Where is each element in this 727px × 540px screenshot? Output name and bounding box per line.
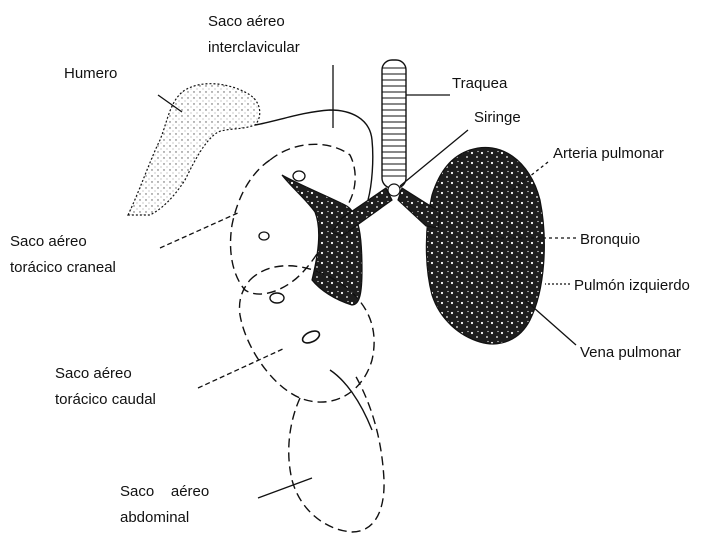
right-lung [282,175,362,305]
label-humero: Humero [64,65,117,82]
label-saco-interclavicular-1: Saco aéreo [208,13,285,30]
cranial-sac-ostium [293,171,305,181]
trachea [382,60,406,188]
label-vena-pulmonar: Vena pulmonar [580,344,681,361]
label-saco-toracico-craneal-2: torácico craneal [10,259,116,276]
label-saco-abdominal-1: Saco aéreo [120,483,209,500]
abdominal-air-sac [289,375,384,532]
saco-craneal-line [160,212,240,248]
saco-abdominal-line [258,478,312,498]
caudal-sac-ostium [270,293,284,303]
humerus-bone [128,84,260,215]
caudal-sac-ostium-2 [301,329,322,346]
label-traquea: Traquea [452,75,508,92]
label-saco-interclavicular-2: interclavicular [208,39,300,56]
left-lung [426,147,544,343]
label-bronquio: Bronquio [580,231,640,248]
label-saco-abdominal-2: abdominal [120,509,189,526]
label-saco-toracico-caudal-1: Saco aéreo [55,365,132,382]
label-siringe: Siringe [474,109,521,126]
cranial-sac-ostium-2 [259,232,269,240]
label-pulmon-izquierdo: Pulmón izquierdo [574,277,690,294]
saco-caudal-line [198,348,285,388]
label-arteria-pulmonar: Arteria pulmonar [553,145,664,162]
label-saco-toracico-craneal-1: Saco aéreo [10,233,87,250]
label-saco-toracico-caudal-2: torácico caudal [55,391,156,408]
vena-line [525,300,576,345]
